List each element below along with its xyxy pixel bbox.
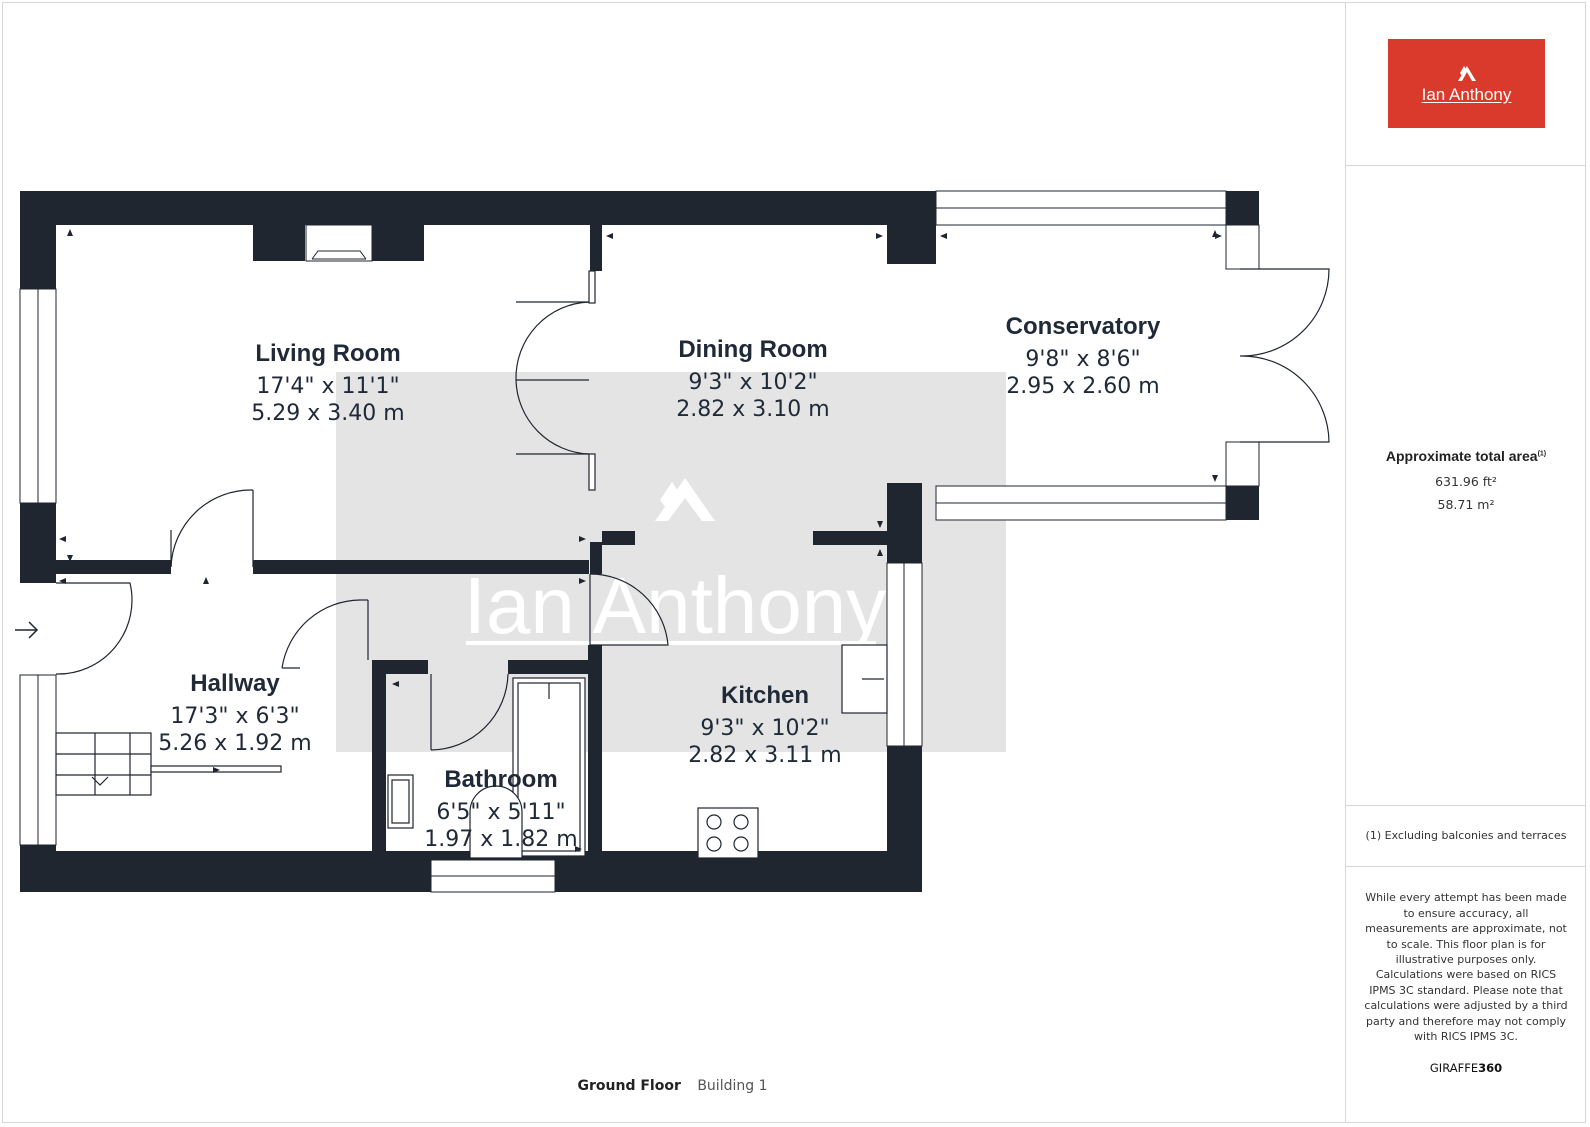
entrance-arrow-icon — [15, 621, 39, 639]
room-dimensions-imperial: 17'4" x 11'1" — [256, 374, 399, 399]
toilet — [469, 785, 523, 859]
agency-logo: Ian Anthony — [1388, 39, 1545, 128]
washbasin — [387, 774, 414, 829]
room-dimensions-metric: 2.82 x 3.10 m — [676, 397, 829, 422]
room-label-kitchen: Kitchen 9'3" x 10'2" 2.82 x 3.11 m — [688, 682, 841, 768]
room-name: Living Room — [255, 340, 400, 367]
room-dimensions-metric: 5.29 x 3.40 m — [251, 401, 404, 426]
room-name: Dining Room — [678, 336, 827, 363]
area-title: Approximate total area(1) — [1346, 448, 1586, 464]
room-label-living-room: Living Room 17'4" x 11'1" 5.29 x 3.40 m — [251, 340, 404, 426]
kitchen-sink — [841, 644, 888, 714]
floor-plan: Ian Anthony — [15, 190, 1330, 893]
sidebar-divider — [1346, 805, 1586, 806]
dimension-markers — [59, 229, 1222, 858]
area-sqft: 631.96 ft² — [1435, 474, 1497, 489]
room-dimensions-imperial: 9'3" x 10'2" — [700, 716, 829, 741]
windows — [19, 190, 1260, 893]
giraffe360-brand: GIRAFFE360 — [1346, 1061, 1586, 1075]
disclaimer-calculation: Calculations were based on RICS IPMS 3C … — [1364, 968, 1568, 1044]
staircase — [55, 732, 152, 796]
room-label-bathroom: Bathroom 6'5" x 5'11" 1.97 x 1.82 m — [424, 766, 577, 852]
disclaimer-accuracy: While every attempt has been made to ens… — [1365, 891, 1567, 967]
logo-text: Ian Anthony — [1421, 85, 1512, 104]
room-label-conservatory: Conservatory 9'8" x 8'6" 2.95 x 2.60 m — [1006, 313, 1161, 399]
room-dimensions-imperial: 9'8" x 8'6" — [1025, 347, 1140, 372]
room-label-hallway: Hallway 17'3" x 6'3" 5.26 x 1.92 m — [158, 670, 311, 756]
room-dimensions-metric: 2.95 x 2.60 m — [1006, 374, 1159, 399]
area-title-text: Approximate total area — [1385, 448, 1538, 464]
building-name: Building 1 — [697, 1078, 768, 1094]
area-sqm: 58.71 m² — [1437, 497, 1495, 512]
floor-name: Ground Floor — [577, 1078, 681, 1094]
area-footnote: (1) Excluding balconies and terraces — [1365, 829, 1567, 842]
room-dimensions-imperial: 9'3" x 10'2" — [688, 370, 817, 395]
brand-part-1: GIRAFFE — [1429, 1061, 1479, 1075]
room-name: Hallway — [190, 670, 280, 697]
room-name: Conservatory — [1006, 313, 1161, 340]
hob — [697, 807, 759, 859]
fixtures — [55, 644, 888, 859]
watermark-text: Ian Anthony — [464, 561, 887, 650]
doors — [55, 268, 1330, 751]
watermark-logo-mark — [655, 478, 715, 521]
room-dimensions-metric: 5.26 x 1.92 m — [158, 731, 311, 756]
room-label-dining-room: Dining Room 9'3" x 10'2" 2.82 x 3.10 m — [676, 336, 829, 422]
area-footnote-marker: (1) — [1537, 450, 1547, 458]
room-dimensions-metric: 1.97 x 1.82 m — [424, 827, 577, 852]
floor-caption: Ground Floor Building 1 — [0, 1078, 1345, 1094]
room-dimensions-imperial: 17'3" x 6'3" — [170, 704, 299, 729]
room-name: Kitchen — [721, 682, 809, 709]
info-sidebar: Ian Anthony Approximate total area(1) 63… — [1345, 2, 1586, 1123]
room-name: Bathroom — [444, 766, 557, 793]
room-dimensions-imperial: 6'5" x 5'11" — [436, 800, 565, 825]
logo-mark-icon — [1458, 66, 1476, 81]
brand-part-2: 360 — [1478, 1061, 1503, 1075]
bathtub — [512, 677, 586, 857]
room-dimensions-metric: 2.82 x 3.11 m — [688, 743, 841, 768]
sidebar-divider — [1346, 165, 1586, 166]
sidebar-divider — [1346, 866, 1586, 867]
